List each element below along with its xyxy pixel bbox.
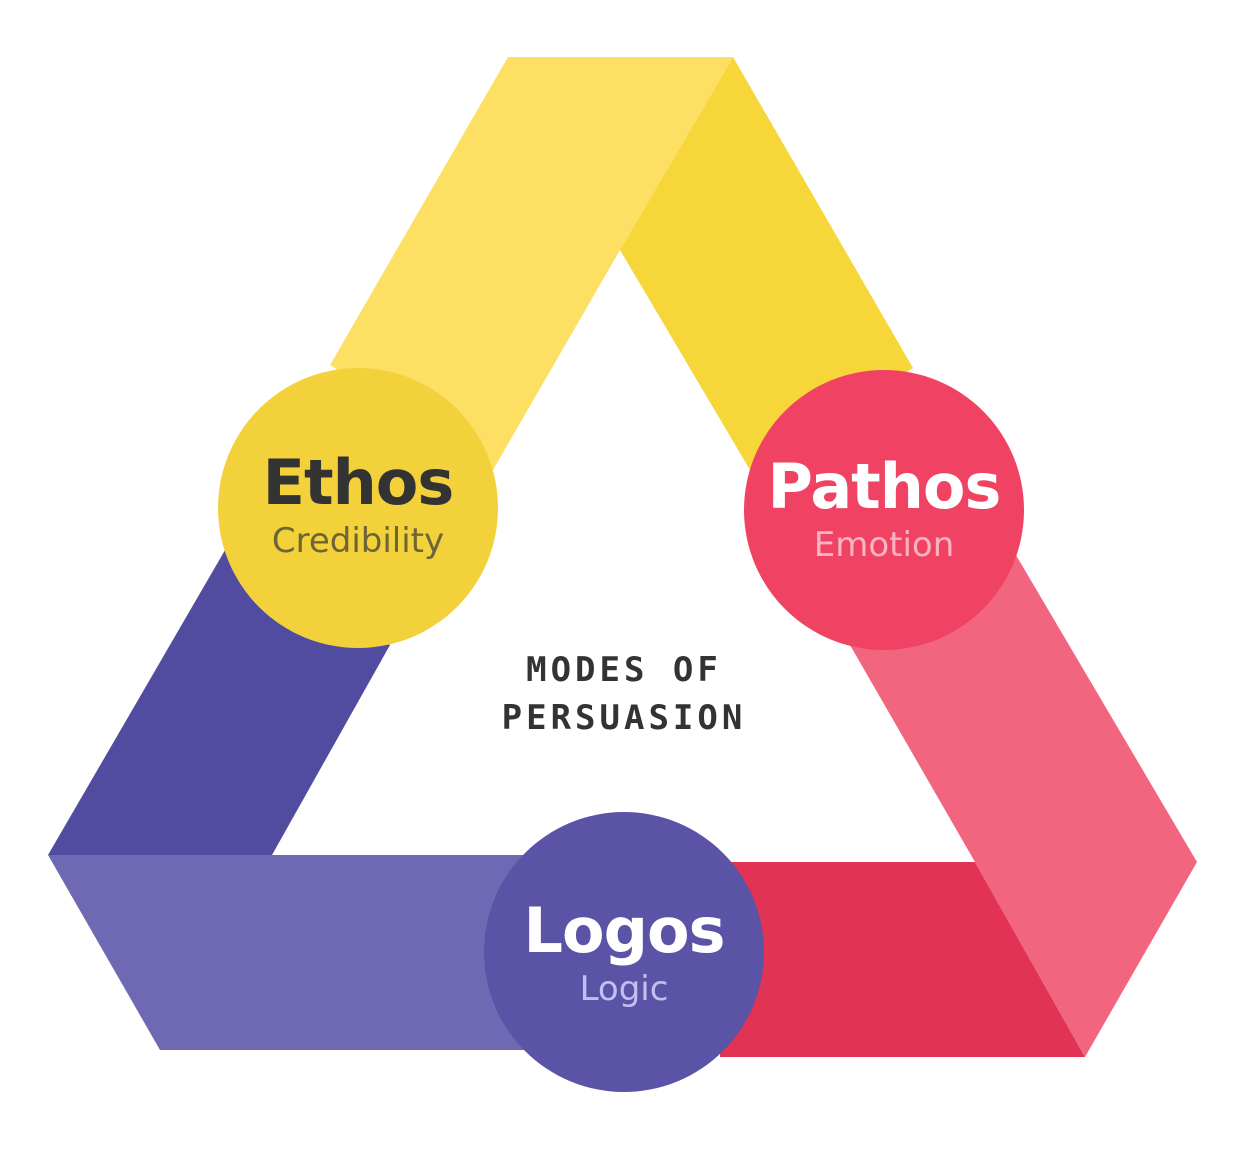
ethos-label: Ethos Credibility xyxy=(218,446,498,561)
band-yellow-dark xyxy=(620,57,913,470)
center-title: MODES OF PERSUASION xyxy=(424,646,824,742)
pathos-subtitle: Emotion xyxy=(813,525,955,565)
center-title-line2: PERSUASION xyxy=(501,698,747,738)
logos-title: Logos xyxy=(523,894,726,967)
ethos-subtitle: Credibility xyxy=(271,521,445,561)
band-crimson xyxy=(720,862,1085,1057)
logos-label: Logos Logic xyxy=(484,894,764,1009)
logos-subtitle: Logic xyxy=(579,969,669,1009)
band-pink xyxy=(850,545,1197,1057)
band-purple-light xyxy=(48,855,540,1050)
center-title-line1: MODES OF xyxy=(526,650,722,690)
band-yellow-light xyxy=(330,57,733,470)
pathos-circle xyxy=(744,370,1024,650)
ethos-circle xyxy=(218,368,498,648)
logos-circle xyxy=(484,812,764,1092)
ethos-title: Ethos xyxy=(262,446,455,519)
pathos-label: Pathos Emotion xyxy=(744,450,1024,565)
pathos-title: Pathos xyxy=(767,450,1002,523)
